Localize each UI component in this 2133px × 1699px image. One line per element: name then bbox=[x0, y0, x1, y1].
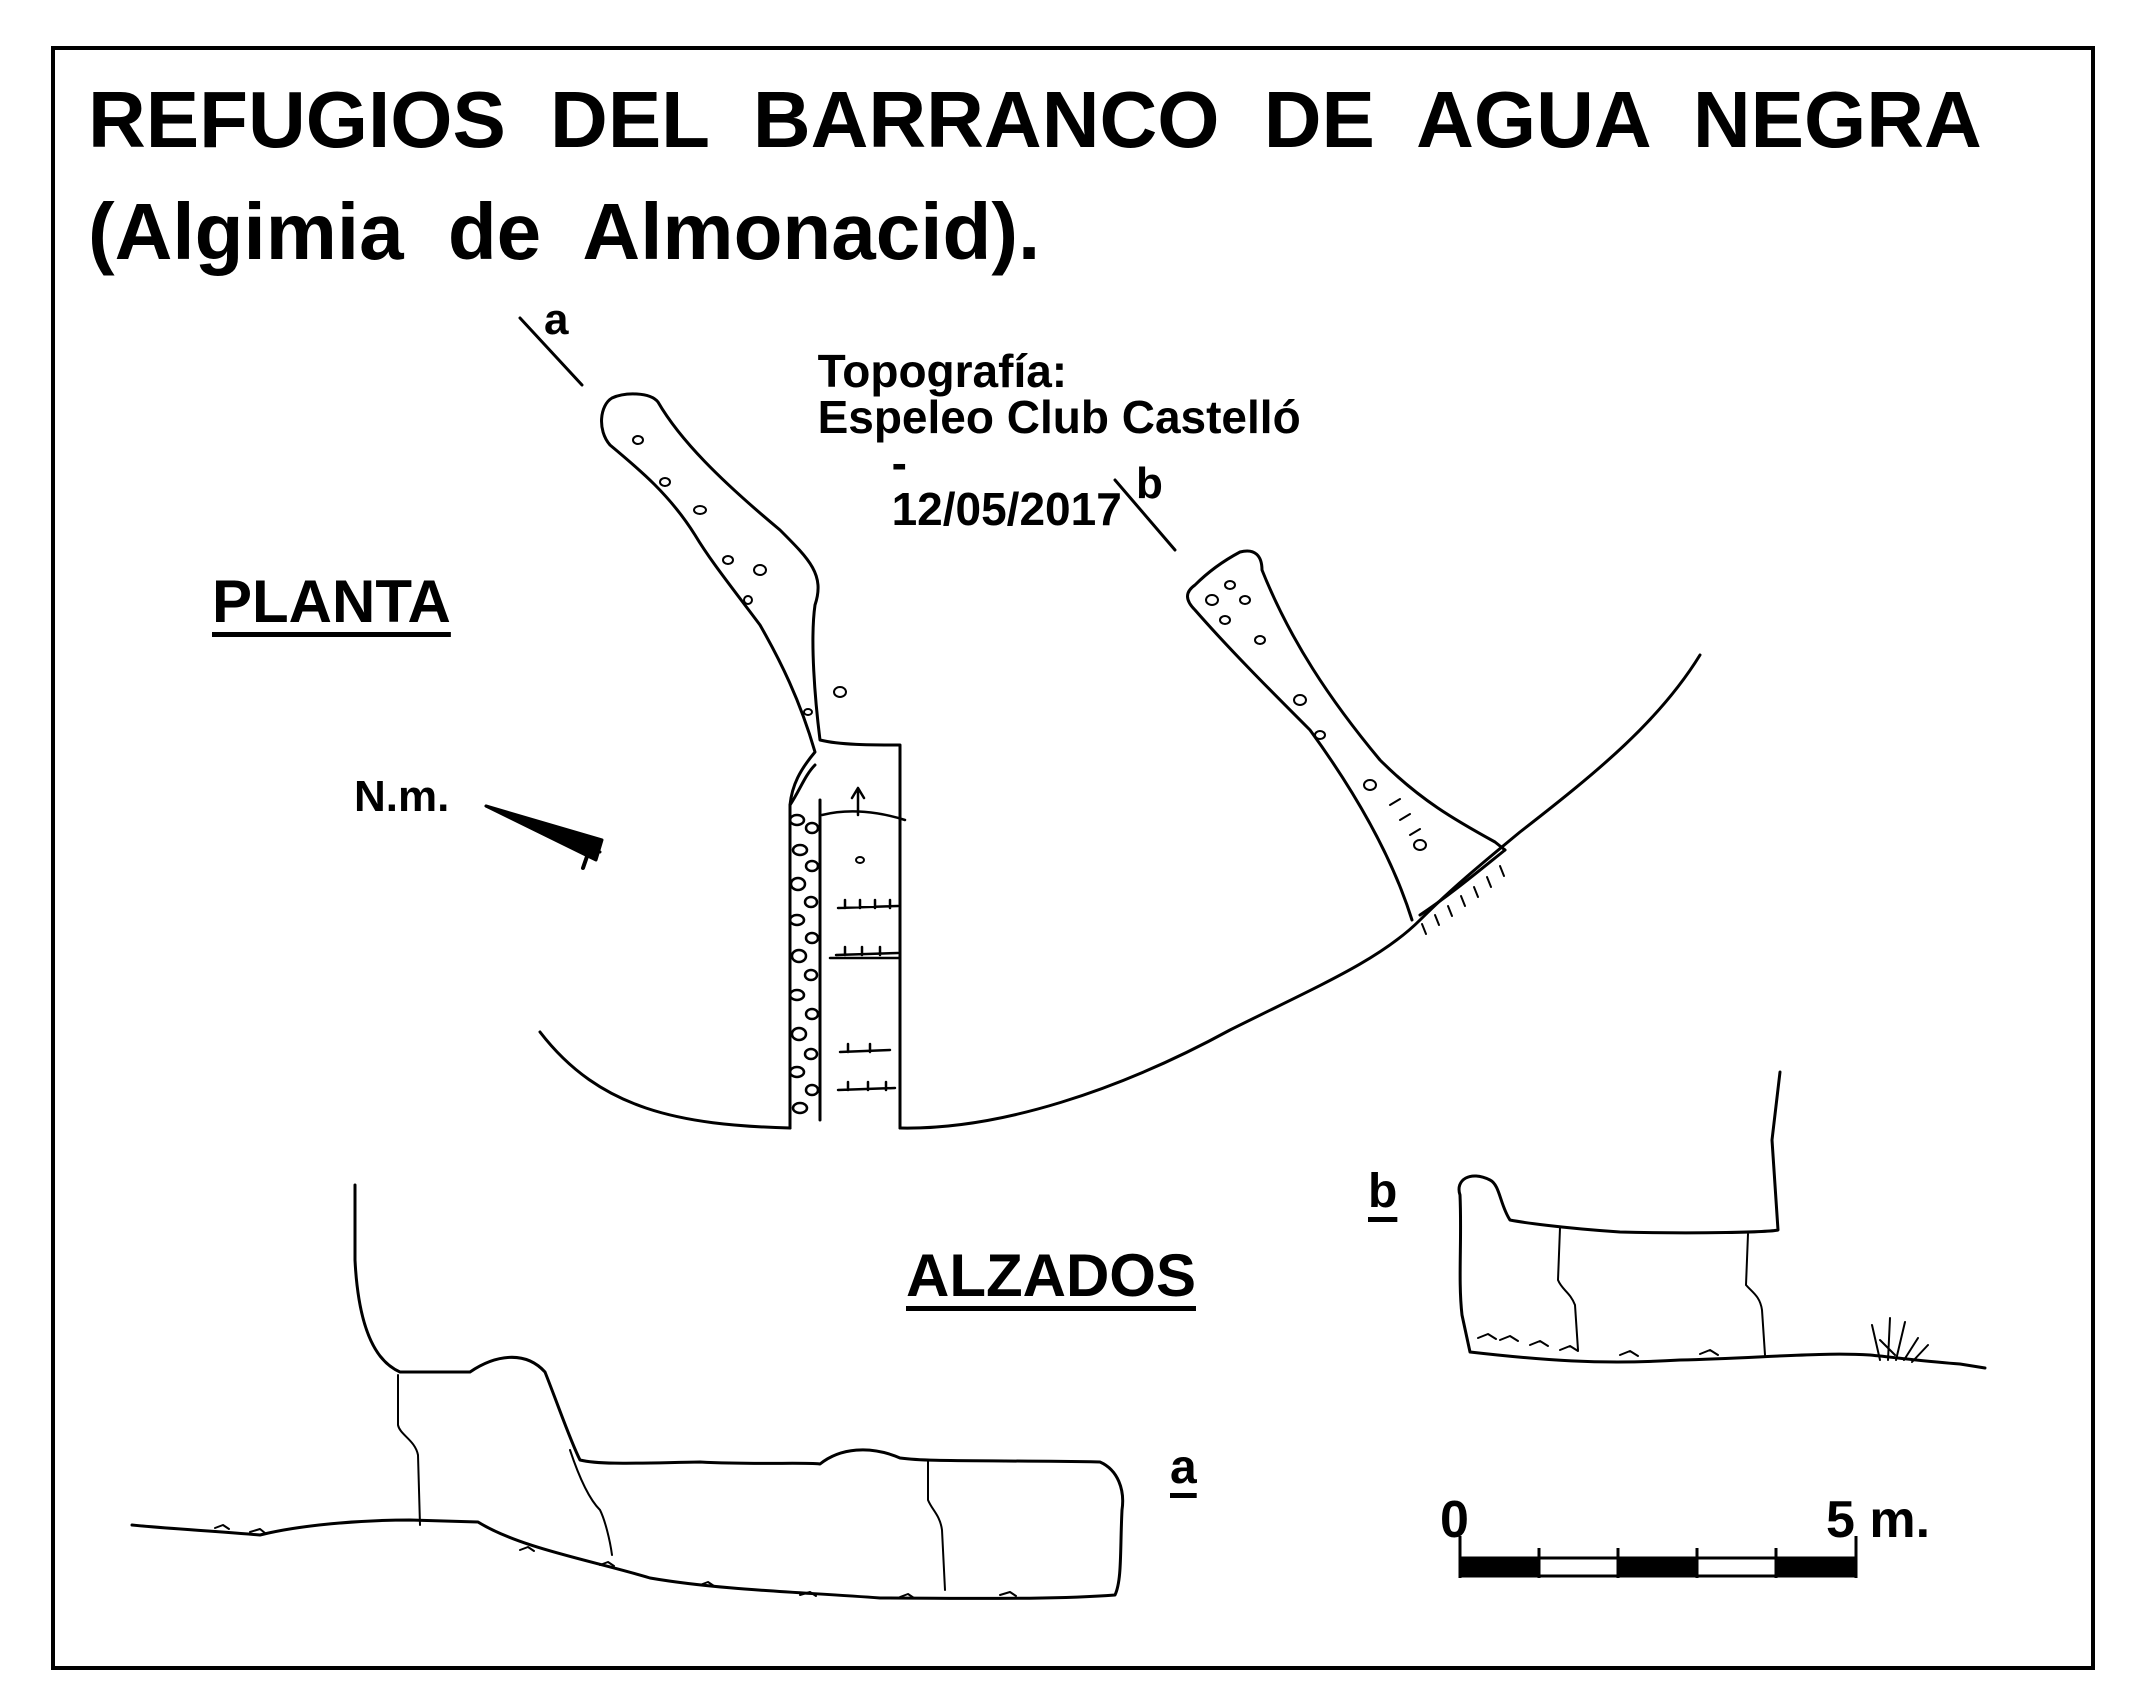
north-arrow-icon bbox=[484, 804, 604, 870]
shelter-b-plan bbox=[1186, 549, 1507, 922]
elevations-heading: ALZADOS bbox=[906, 1242, 1196, 1309]
elevation-a-overhang-lines bbox=[397, 1374, 946, 1591]
credit-author: Espeleo Club Castelló bbox=[817, 391, 1301, 443]
shelter-b-stones bbox=[1205, 580, 1427, 851]
scale-start-label: 0 bbox=[1440, 1491, 1469, 1549]
scale-end-label: 5 m. bbox=[1826, 1491, 1931, 1549]
shelter-a-plan bbox=[600, 392, 902, 1130]
elevation-a-floor-debris bbox=[214, 1524, 1017, 1599]
scale-bar-segment-2 bbox=[1537, 1556, 1620, 1578]
shelter-b-entrance bbox=[1418, 848, 1507, 917]
scale-bar-ticks bbox=[1458, 1536, 1858, 1578]
credit-separator: - bbox=[891, 437, 907, 489]
section-b-marker bbox=[1113, 478, 1177, 552]
elevation-a-label: a bbox=[1170, 1441, 1197, 1494]
survey-credit: Topografía: Espeleo Club Castelló - 12/0… bbox=[792, 302, 1301, 532]
scale-bar-segment-5 bbox=[1776, 1558, 1856, 1576]
scale-bar-segment-1 bbox=[1460, 1558, 1539, 1576]
scale-bar-segment-3 bbox=[1618, 1558, 1697, 1576]
elevation-a bbox=[130, 1183, 1125, 1600]
shelter-b-ticks bbox=[1389, 798, 1505, 935]
shelter-a-rubble bbox=[788, 813, 820, 1115]
plan-cliff-line bbox=[538, 653, 1702, 1130]
elevation-b bbox=[1457, 1070, 1987, 1370]
scale-bar-segment-4 bbox=[1695, 1556, 1778, 1578]
drawing-title-line-1: REFUGIOS DEL BARRANCO DE AGUA NEGRA bbox=[88, 75, 1982, 164]
shelter-a-rubble-wall bbox=[788, 763, 822, 1130]
elevation-b-overhang-lines bbox=[1557, 1227, 1766, 1356]
drawing-frame bbox=[51, 46, 2095, 1670]
plan-heading: PLANTA bbox=[212, 568, 451, 635]
elevation-b-label: b bbox=[1368, 1165, 1398, 1218]
shelter-a-fill-stones bbox=[632, 435, 865, 864]
north-label: N.m. bbox=[354, 772, 450, 821]
section-a-label: a bbox=[544, 295, 569, 344]
shelter-a-steps bbox=[820, 786, 907, 1092]
credit-label: Topografía: bbox=[817, 345, 1068, 397]
drawing-title-line-2: (Algimia de Almonacid). bbox=[88, 187, 1041, 276]
section-b-label: b bbox=[1136, 459, 1163, 508]
elevation-a-profile bbox=[130, 1183, 1125, 1600]
plan-view bbox=[484, 316, 1702, 1130]
elevation-b-floor-debris bbox=[1477, 1333, 1719, 1357]
vegetation-icon bbox=[1871, 1317, 1929, 1363]
scale-bar bbox=[1458, 1536, 1858, 1578]
elevation-b-profile bbox=[1457, 1070, 1987, 1370]
credit-date: 12/05/2017 bbox=[891, 483, 1122, 535]
section-a-marker bbox=[518, 316, 584, 387]
